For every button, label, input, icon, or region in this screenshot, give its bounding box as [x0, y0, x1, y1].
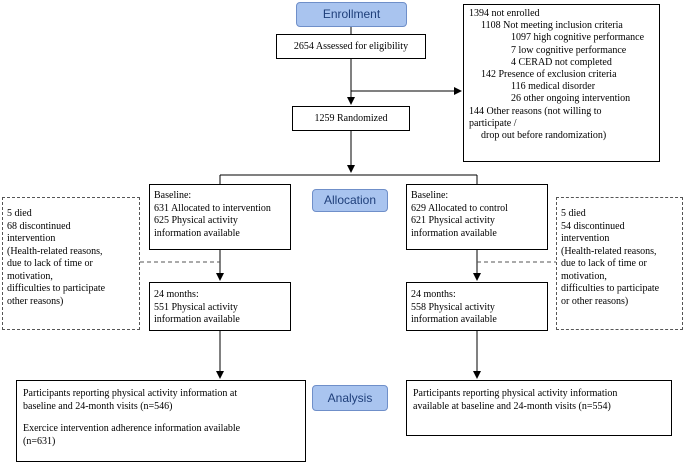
control-dropout-line-8: or other reasons) — [561, 295, 629, 307]
intervention-dropout-discontinued: 68 discontinued — [7, 220, 71, 232]
intervention-24m-title: 24 months: — [154, 289, 199, 300]
randomized-text: 1259 Randomized — [314, 113, 388, 124]
not-enrolled-inclusion: 1108 Not meeting inclusion criteria — [481, 20, 623, 32]
not-enrolled-cerad: 4 CERAD not completed — [511, 56, 612, 68]
intervention-analysis-line-2: baseline and 24-month visits (n=546) — [23, 400, 173, 412]
not-enrolled-box: 1394 not enrolled 1108 Not meeting inclu… — [463, 4, 660, 162]
not-enrolled-title: 1394 not enrolled — [469, 8, 540, 19]
not-enrolled-other-reasons-2: participate / — [469, 117, 517, 129]
intervention-dropout-line-6: motivation, — [7, 270, 53, 282]
intervention-dropout-line-3: intervention — [7, 233, 56, 244]
control-dropout-died: 5 died — [561, 208, 586, 219]
intervention-baseline-box: Baseline: 631 Allocated to intervention … — [149, 184, 291, 250]
intervention-analysis-line-1: Participants reporting physical activity… — [23, 388, 238, 399]
intervention-dropout-died: 5 died — [7, 208, 32, 219]
intervention-24m-info: information available — [154, 314, 240, 325]
intervention-baseline-info: information available — [154, 227, 240, 239]
intervention-baseline-allocated: 631 Allocated to intervention — [154, 202, 271, 214]
control-baseline-box: Baseline: 629 Allocated to control 621 P… — [406, 184, 548, 250]
intervention-baseline-title: Baseline: — [154, 190, 192, 201]
intervention-dropout-box: 5 died 68 discontinued intervention (Hea… — [2, 197, 140, 330]
allocation-label: Allocation — [312, 189, 388, 212]
enrollment-label: Enrollment — [296, 2, 407, 27]
control-24m-box: 24 months: 558 Physical activity informa… — [406, 282, 548, 331]
control-dropout-line-4: (Health-related reasons, — [561, 245, 657, 257]
control-dropout-box: 5 died 54 discontinued intervention (Hea… — [556, 197, 683, 330]
control-analysis-line-2: available at baseline and 24-month visit… — [413, 400, 611, 412]
control-baseline-allocated: 629 Allocated to control — [411, 202, 508, 214]
control-dropout-line-7: difficulties to participate — [561, 283, 660, 294]
intervention-dropout-line-8: other reasons) — [7, 295, 64, 307]
analysis-label: Analysis — [312, 385, 388, 411]
assessed-box: 2654 Assessed for eligibility — [276, 34, 426, 59]
intervention-analysis-adherence: Exercice intervention adherence informat… — [23, 423, 241, 434]
control-24m-pa: 558 Physical activity — [411, 301, 495, 313]
intervention-analysis-adherence-n: (n=631) — [23, 435, 56, 447]
intervention-baseline-pa: 625 Physical activity — [154, 215, 238, 226]
intervention-dropout-line-5: due to lack of time or — [7, 258, 93, 269]
control-dropout-line-6: motivation, — [561, 270, 607, 282]
not-enrolled-low-cog: 7 low cognitive performance — [511, 44, 627, 56]
control-dropout-line-3: intervention — [561, 233, 610, 244]
intervention-dropout-line-4: (Health-related reasons, — [7, 245, 103, 257]
control-baseline-pa: 621 Physical activity — [411, 215, 495, 226]
not-enrolled-other-reasons-1: 144 Other reasons (not willing to — [469, 105, 602, 117]
control-analysis-box: Participants reporting physical activity… — [406, 380, 672, 436]
randomized-box: 1259 Randomized — [292, 106, 410, 131]
control-dropout-line-5: due to lack of time or — [561, 258, 647, 269]
control-dropout-discontinued: 54 discontinued — [561, 220, 625, 232]
intervention-24m-box: 24 months: 551 Physical activity informa… — [149, 282, 291, 331]
control-24m-title: 24 months: — [411, 289, 456, 300]
not-enrolled-other-reasons-3: drop out before randomization) — [481, 130, 607, 142]
intervention-analysis-box: Participants reporting physical activity… — [16, 380, 306, 462]
not-enrolled-exclusion: 142 Presence of exclusion criteria — [481, 69, 617, 81]
assessed-text: 2654 Assessed for eligibility — [293, 41, 409, 52]
intervention-dropout-line-7: difficulties to participate — [7, 283, 106, 294]
control-24m-info: information available — [411, 314, 497, 325]
control-baseline-title: Baseline: — [411, 190, 449, 201]
intervention-24m-pa: 551 Physical activity — [154, 301, 238, 313]
not-enrolled-medical: 116 medical disorder — [511, 81, 596, 93]
control-baseline-info: information available — [411, 227, 497, 239]
not-enrolled-other-intervention: 26 other ongoing intervention — [511, 93, 631, 105]
control-analysis-line-1: Participants reporting physical activity… — [413, 388, 618, 399]
not-enrolled-high-cog: 1097 high cognitive performance — [511, 32, 645, 44]
